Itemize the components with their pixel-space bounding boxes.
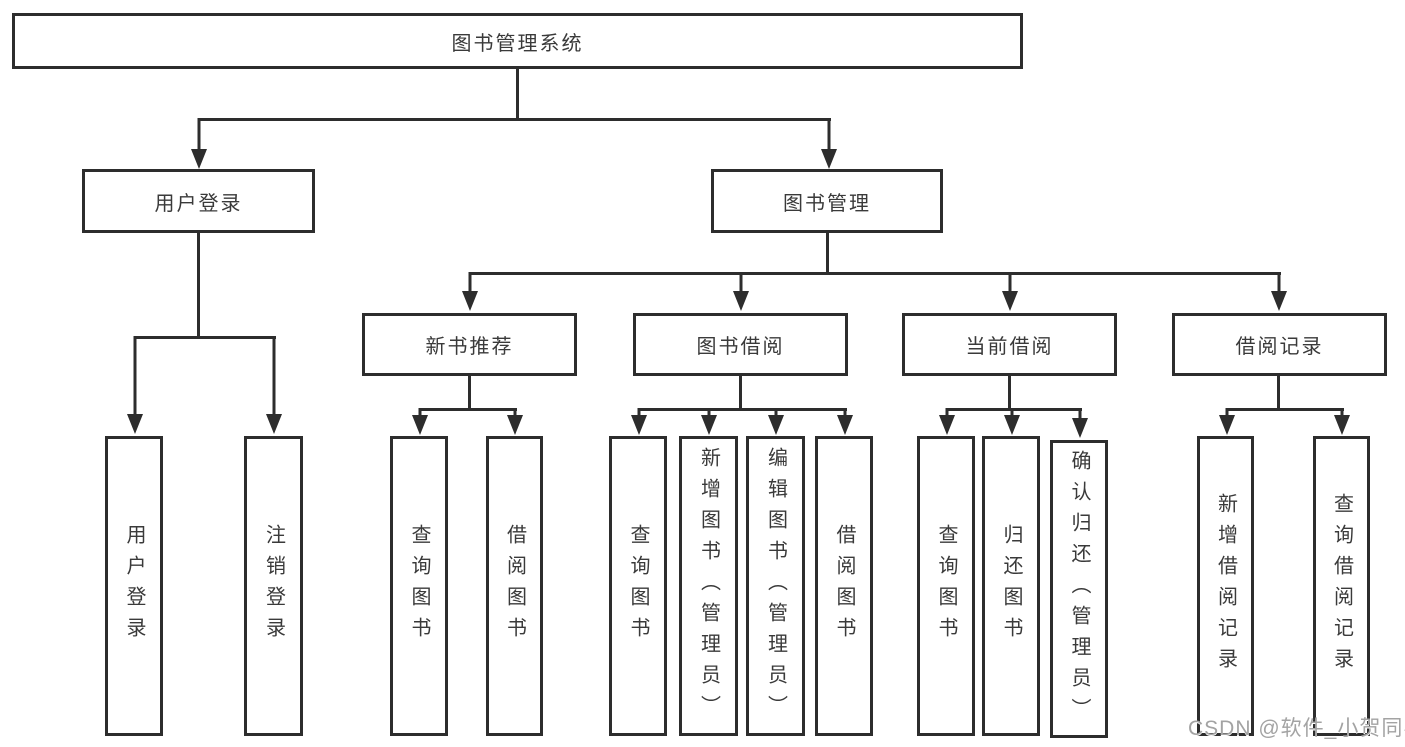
arrow-g3-1	[630, 408, 648, 435]
node-root-label: 图书管理系统	[451, 32, 584, 55]
node-logout: 注销登录	[244, 436, 303, 736]
node-new-book-rec: 新书推荐	[362, 313, 577, 376]
node-book-borrow-label: 图书借阅	[696, 336, 785, 358]
node-book-mgmt: 图书管理	[711, 169, 943, 233]
arrow-g2-2	[506, 408, 524, 435]
connector-root-stem	[516, 69, 519, 118]
node-borrow-records-label: 借阅记录	[1235, 336, 1324, 358]
arrow-to-user-login	[190, 118, 208, 169]
node-g3-add-books-admin-label: 新增图书（管理员）	[697, 446, 720, 726]
node-book-mgmt-label: 图书管理	[783, 192, 871, 215]
arrow-to-current-borrow	[1001, 272, 1019, 311]
node-g3-add-books-admin: 新增图书（管理员）	[679, 436, 738, 736]
node-g4-return-books-label: 归还图书	[1000, 524, 1022, 648]
connector-user-login-stem	[197, 233, 200, 336]
connector-borrow-records-rail	[1226, 408, 1344, 411]
connector-book-borrow-stem	[739, 376, 742, 408]
arrow-to-new-book-rec	[461, 272, 479, 311]
node-g2-borrow-books-label: 借阅图书	[503, 524, 526, 648]
connector-book-mgmt-stem	[826, 233, 829, 272]
node-g2-borrow-books: 借阅图书	[486, 436, 543, 736]
node-new-book-rec-label: 新书推荐	[425, 336, 514, 358]
connector-book-mgmt-rail	[469, 272, 1281, 275]
node-g4-confirm-return-admin-label: 确认归还（管理员）	[1068, 449, 1090, 729]
node-g5-add-record: 新增借阅记录	[1197, 436, 1254, 736]
node-g3-query-books-label: 查询图书	[627, 524, 649, 648]
connector-new-book-rec-rail	[419, 408, 517, 411]
connector-root-rail	[198, 118, 831, 121]
connector-book-borrow-rail	[638, 408, 847, 411]
node-borrow-records: 借阅记录	[1172, 313, 1387, 376]
arrow-g2-1	[411, 408, 429, 435]
node-g4-return-books: 归还图书	[982, 436, 1040, 736]
connector-borrow-records-stem	[1277, 376, 1280, 408]
arrow-g5-1	[1218, 408, 1236, 435]
node-logout-label: 注销登录	[262, 524, 285, 648]
node-g3-edit-books-admin: 编辑图书（管理员）	[746, 436, 805, 736]
connector-user-login-rail	[134, 336, 276, 339]
node-g4-confirm-return-admin: 确认归还（管理员）	[1050, 440, 1108, 738]
connector-current-borrow-stem	[1008, 376, 1011, 408]
node-g5-add-record-label: 新增借阅记录	[1214, 493, 1237, 679]
node-g5-query-record: 查询借阅记录	[1313, 436, 1370, 736]
arrow-to-book-mgmt	[820, 118, 838, 169]
node-g3-edit-books-admin-label: 编辑图书（管理员）	[764, 446, 787, 726]
node-root: 图书管理系统	[12, 13, 1023, 69]
arrow-g3-3	[767, 408, 785, 435]
node-login: 用户登录	[105, 436, 163, 736]
node-current-borrow-label: 当前借阅	[965, 336, 1054, 358]
node-book-borrow: 图书借阅	[633, 313, 848, 376]
arrow-g4-2	[1003, 408, 1021, 435]
arrow-to-book-borrow	[732, 272, 750, 311]
node-g3-borrow-books-label: 借阅图书	[833, 524, 855, 648]
node-user-login: 用户登录	[82, 169, 315, 233]
arrow-to-login	[126, 336, 144, 434]
arrow-g4-3	[1071, 408, 1089, 438]
node-current-borrow: 当前借阅	[902, 313, 1117, 376]
node-login-label: 用户登录	[123, 524, 145, 648]
node-user-login-label: 用户登录	[154, 192, 243, 215]
arrow-g5-2	[1333, 408, 1351, 435]
node-g2-query-books-label: 查询图书	[408, 524, 430, 648]
node-g2-query-books: 查询图书	[390, 436, 448, 736]
node-g5-query-record-label: 查询借阅记录	[1330, 493, 1353, 679]
connector-new-book-rec-stem	[468, 376, 471, 408]
arrow-g3-4	[836, 408, 854, 435]
node-g4-query-books-label: 查询图书	[935, 524, 957, 648]
arrow-g4-1	[938, 408, 956, 435]
arrow-to-logout	[265, 336, 283, 434]
node-g4-query-books: 查询图书	[917, 436, 975, 736]
arrow-g3-2	[700, 408, 718, 435]
node-g3-query-books: 查询图书	[609, 436, 667, 736]
node-g3-borrow-books: 借阅图书	[815, 436, 873, 736]
csdn-watermark: CSDN @软件_小贺同学	[1188, 717, 1405, 740]
arrow-to-borrow-records	[1270, 272, 1288, 311]
